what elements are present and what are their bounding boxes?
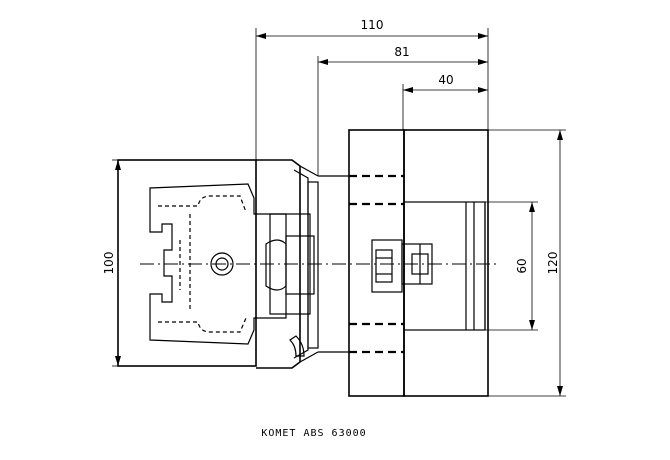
boring-head [318, 129, 489, 397]
dimension-label-40: 40 [438, 73, 453, 87]
dimension-label-81: 81 [394, 45, 409, 59]
drawing-caption: KOMET ABS 63000 [261, 428, 366, 439]
dimension-total-length: 110 [255, 18, 489, 160]
dimension-head-diameter: 120 [404, 129, 566, 397]
dimension-label-120: 120 [546, 252, 560, 275]
dimension-head-length: 81 [317, 45, 488, 176]
dimension-label-110: 110 [361, 18, 384, 32]
shank-body [117, 159, 287, 367]
dimension-pocket-diameter: 60 [485, 201, 538, 331]
dimension-label-60: 60 [515, 258, 529, 273]
dimension-body-diameter: 100 [102, 159, 124, 367]
dimension-pocket-depth: 40 [402, 73, 488, 130]
dimension-label-100: 100 [102, 252, 116, 275]
